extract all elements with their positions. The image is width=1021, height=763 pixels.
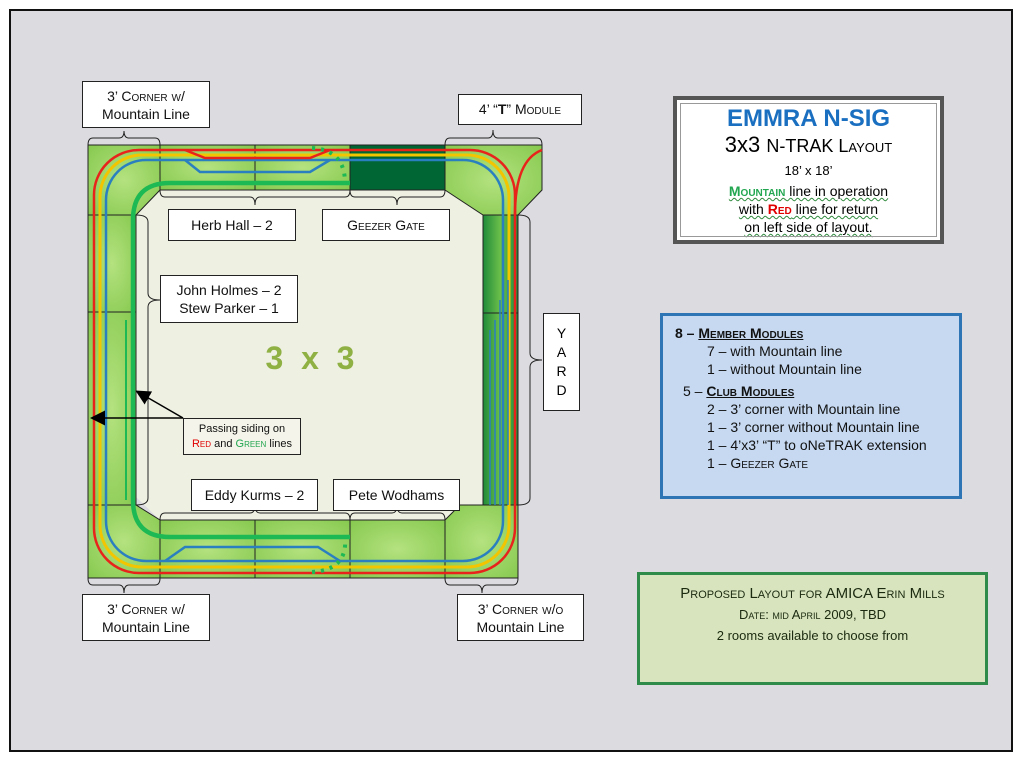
braces bbox=[87, 129, 543, 594]
title-box: EMMRA N-SIG 3x3 N-TRAK Layout 18’ x 18’ … bbox=[673, 96, 944, 244]
label-passing-siding: Passing siding on Red and Green lines bbox=[183, 418, 301, 455]
module-yard-1 bbox=[482, 214, 519, 314]
label-red: Red bbox=[191, 437, 212, 450]
label-corner-top-left: 3’ Corner w/ Mountain Line bbox=[82, 81, 210, 128]
passing-siding-arrows bbox=[90, 390, 184, 426]
subtitle-text: N-TRAK Layout bbox=[766, 136, 893, 156]
green-dots-top bbox=[311, 146, 347, 184]
label-text: 3’ Corner w/ bbox=[107, 600, 185, 617]
label-text: Geezer Gate bbox=[347, 217, 425, 233]
list-item: 1 – 3’ corner without Mountain line bbox=[707, 419, 920, 435]
label-text: Y bbox=[556, 325, 567, 341]
label-pete-wodhams: Pete Wodhams bbox=[333, 479, 460, 511]
module-pete bbox=[349, 519, 446, 579]
club-modules-heading: 5 – Club Modules bbox=[675, 382, 959, 400]
module-eddy-1 bbox=[159, 519, 256, 579]
label-green: Green bbox=[235, 437, 267, 450]
label-corner-bottom-right: 3’ Corner w/o Mountain Line bbox=[457, 594, 584, 641]
label-text: Mountain Line bbox=[102, 105, 190, 122]
label-text: Passing siding on bbox=[198, 422, 286, 435]
list-item: 1 – without Mountain line bbox=[707, 361, 862, 377]
layout-size-label: 3 x 3 bbox=[265, 340, 355, 376]
label-yard: Y A R D bbox=[543, 313, 580, 411]
label-text: Pete Wodhams bbox=[348, 487, 445, 503]
count: 5 – bbox=[683, 383, 707, 399]
count: 8 – bbox=[675, 325, 699, 341]
mountain-word: Mountain bbox=[728, 183, 786, 199]
desc-text: on left side of layout. bbox=[744, 219, 873, 235]
label-text: lines bbox=[266, 437, 292, 450]
proposal-date: Date: mid April 2009, TBD bbox=[738, 607, 887, 622]
yard-tracks bbox=[489, 280, 509, 505]
tracks bbox=[92, 146, 543, 575]
proposal-title: Proposed Layout for AMICA Erin Mills bbox=[680, 585, 945, 602]
arrow-to-green-siding bbox=[135, 390, 184, 419]
list-item: 1 – 4’x3’ “T” to oNeTRAK extension bbox=[707, 437, 927, 453]
label-t-module: 4’ “T” Module bbox=[458, 94, 582, 125]
brace-yard bbox=[517, 214, 543, 506]
blue-line bbox=[104, 158, 505, 563]
desc-text: with bbox=[738, 201, 768, 217]
green-dots-bottom bbox=[311, 536, 348, 574]
list-item: 1 – Geezer Gate bbox=[707, 455, 809, 471]
module-geezer-gate bbox=[349, 144, 446, 191]
proposal-rooms: 2 rooms available to choose from bbox=[716, 628, 909, 643]
label-john-stew: John Holmes – 2 Stew Parker – 1 bbox=[160, 275, 298, 323]
brace-t-module bbox=[444, 129, 543, 146]
module-left-2 bbox=[87, 311, 137, 506]
title-subtitle: 3x3 N-TRAK Layout bbox=[677, 132, 940, 159]
label-text: Mountain Line bbox=[102, 618, 190, 635]
label-herb-hall: Herb Hall – 2 bbox=[168, 209, 296, 241]
title-description: Mountain line in operation with Red line… bbox=[677, 182, 940, 236]
heading-label: Club Modules bbox=[706, 383, 795, 399]
blue-siding-top bbox=[184, 158, 331, 174]
member-modules-heading: 8 – Member Modules bbox=[675, 324, 959, 342]
label-text: ” Module bbox=[506, 101, 562, 117]
yellow-line bbox=[98, 153, 511, 569]
title-size: 18’ x 18’ bbox=[784, 163, 833, 178]
subtitle-num: 3x3 bbox=[724, 132, 761, 157]
label-geezer-gate: Geezer Gate bbox=[322, 209, 450, 241]
modules-summary-box: 8 – Member Modules 7 – with Mountain lin… bbox=[660, 313, 962, 499]
label-text: Eddy Kurms – 2 bbox=[204, 487, 305, 503]
label-corner-bottom-left: 3’ Corner w/ Mountain Line bbox=[82, 594, 210, 641]
label-text: 3’ Corner w/ bbox=[107, 87, 185, 104]
module-eddy-2 bbox=[254, 519, 351, 579]
red-line-t-branch bbox=[513, 148, 543, 216]
desc-text: line for return bbox=[791, 201, 879, 217]
label-text: Herb Hall – 2 bbox=[191, 217, 273, 233]
brace-geezer bbox=[349, 189, 446, 206]
proposal-box: Proposed Layout for AMICA Erin Mills Dat… bbox=[637, 572, 988, 685]
blue-siding-bottom bbox=[164, 545, 341, 563]
label-text: Mountain Line bbox=[476, 618, 565, 635]
label-text: 3’ Corner w/o bbox=[477, 600, 564, 617]
label-text: A bbox=[556, 344, 567, 360]
brace-corner-bottom-right bbox=[444, 577, 519, 594]
list-item: 7 – with Mountain line bbox=[707, 343, 843, 359]
list-item: 2 – 3’ corner with Mountain line bbox=[707, 401, 901, 417]
heading-label: Member Modules bbox=[698, 325, 804, 341]
title-org: EMMRA N-SIG bbox=[726, 105, 891, 132]
desc-text: line in operation bbox=[785, 183, 889, 199]
brace-herb bbox=[159, 189, 351, 206]
label-text: John Holmes – 2 bbox=[176, 282, 282, 298]
label-text: 4’ “ bbox=[478, 101, 498, 117]
label-text: T bbox=[497, 101, 507, 117]
label-text: and bbox=[211, 437, 236, 450]
brace-corner-bottom-left bbox=[87, 577, 161, 594]
label-eddy-kurms: Eddy Kurms – 2 bbox=[191, 479, 318, 511]
red-siding-top bbox=[184, 148, 331, 160]
module-left-1 bbox=[87, 214, 137, 313]
red-word: Red bbox=[767, 201, 792, 217]
label-text: R bbox=[556, 363, 567, 379]
label-text: D bbox=[556, 382, 567, 398]
red-line bbox=[92, 148, 517, 575]
label-text: Stew Parker – 1 bbox=[179, 300, 279, 316]
brace-corner-top-left bbox=[87, 130, 161, 146]
green-mountain-line bbox=[130, 180, 350, 540]
